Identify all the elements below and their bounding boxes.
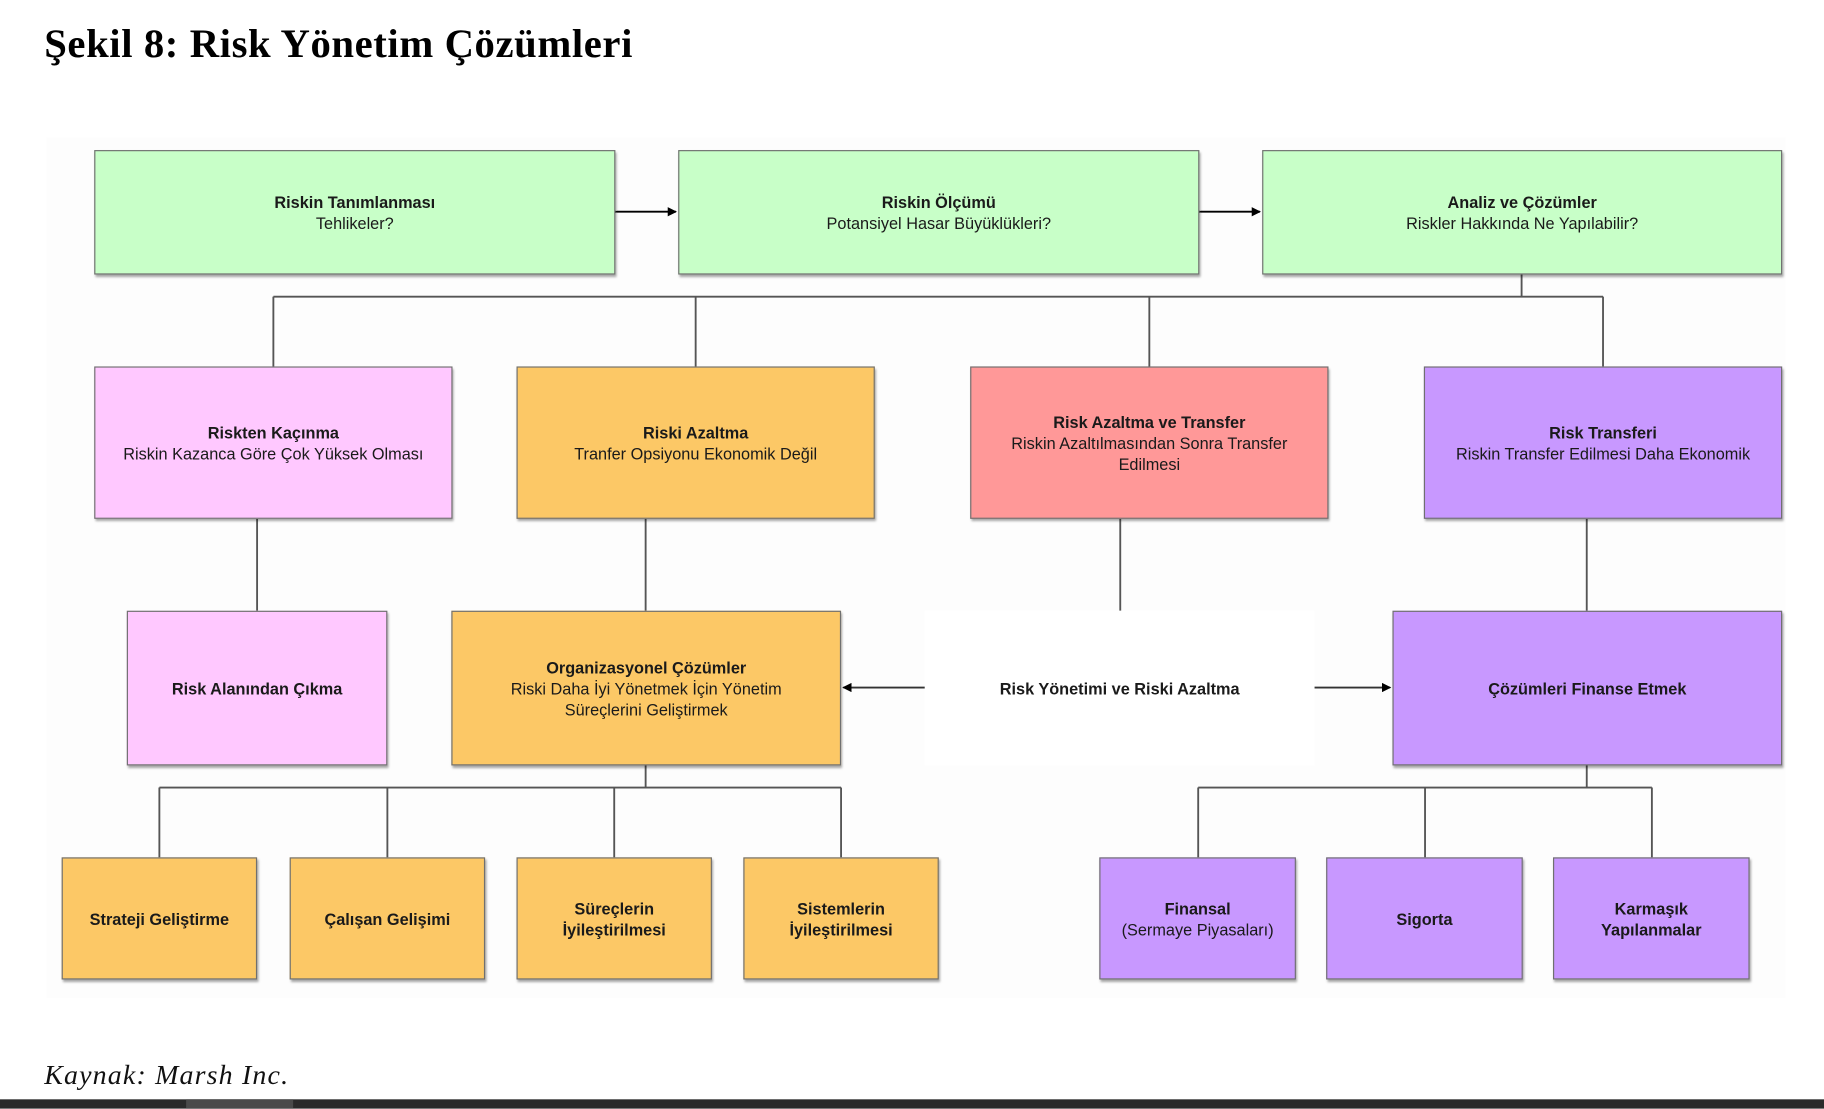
node-system-improvement: Sistemlerin İyileştirilmesi — [743, 857, 939, 980]
scrollbar-thumb[interactable] — [186, 1099, 294, 1109]
node-risk-measurement: Riskin Ölçümü Potansiyel Hasar Büyüklükl… — [678, 150, 1200, 275]
node-subtitle: (Sermaye Piyasaları) — [1121, 919, 1274, 939]
node-organizational-solutions: Organizasyonel Çözümler Riski Daha İyi Y… — [451, 610, 842, 766]
node-risk-management: Risk Yönetimi ve Riski Azaltma — [924, 610, 1315, 766]
figure-title: Şekil 8: Risk Yönetim Çözümleri — [44, 20, 633, 67]
node-title: Sigorta — [1396, 909, 1453, 928]
node-strategy-development: Strateji Geliştirme — [61, 857, 258, 980]
node-title: Riskin Ölçümü — [881, 192, 996, 212]
node-solution-financing: Çözümleri Finanse Etmek — [1392, 610, 1783, 766]
node-title: Karmaşık Yapılanmalar — [1601, 898, 1702, 939]
node-title: Çözümleri Finanse Etmek — [1488, 678, 1687, 698]
node-title: Strateji Geliştirme — [89, 909, 230, 928]
node-title: Organizasyonel Çözümler — [546, 657, 747, 677]
node-employee-development: Çalışan Gelişimi — [289, 857, 486, 980]
node-title: Risk Transferi — [1549, 422, 1657, 442]
node-risk-reduction: Riski Azaltma Tranfer Opsiyonu Ekonomik … — [516, 366, 875, 519]
node-subtitle: Potansiyel Hasar Büyüklükleri? — [826, 213, 1052, 233]
node-subtitle: Tehlikeler? — [315, 213, 394, 233]
node-subtitle: Riskin Kazanca Göre Çok Yüksek Olması — [123, 443, 424, 463]
node-process-improvement: Süreçlerin İyileştirilmesi — [516, 857, 712, 980]
node-subtitle: Riskler Hakkında Ne Yapılabilir? — [1406, 213, 1639, 233]
node-risk-reduction-transfer: Risk Azaltma ve Transfer Riskin Azaltılm… — [970, 366, 1329, 519]
node-financial: Finansal (Sermaye Piyasaları) — [1099, 857, 1296, 980]
node-complex-structures: Karmaşık Yapılanmalar — [1553, 857, 1750, 980]
node-subtitle: Riskin Transfer Edilmesi Daha Ekonomik — [1455, 443, 1751, 463]
node-title: Risk Azaltma ve Transfer — [1053, 412, 1246, 432]
node-title: Çalışan Gelişimi — [324, 909, 451, 928]
node-risk-identification: Riskin Tanımlanması Tehlikeler? — [94, 150, 616, 275]
node-risk-transfer: Risk Transferi Riskin Transfer Edilmesi … — [1423, 366, 1783, 519]
node-title: Riski Azaltma — [642, 422, 749, 442]
node-title: Süreçlerin İyileştirilmesi — [562, 898, 666, 939]
node-title: Risk Yönetimi ve Riski Azaltma — [999, 678, 1240, 698]
node-subtitle: Riski Daha İyi Yönetmek İçin Yönetim Sür… — [510, 678, 782, 719]
node-subtitle: Tranfer Opsiyonu Ekonomik Değil — [574, 443, 818, 463]
node-title: Analiz ve Çözümler — [1447, 192, 1597, 212]
node-title: Sistemlerin İyileştirilmesi — [789, 898, 893, 939]
node-risk-exit: Risk Alanından Çıkma — [126, 610, 388, 766]
node-title: Riskin Tanımlanması — [274, 192, 436, 212]
diagram-background — [46, 137, 1786, 999]
node-risk-avoidance: Riskten Kaçınma Riskin Kazanca Göre Çok … — [94, 366, 453, 519]
node-title: Risk Alanından Çıkma — [171, 678, 343, 698]
node-insurance: Sigorta — [1326, 857, 1523, 980]
node-title: Finansal — [1164, 898, 1231, 918]
figure-source: Kaynak: Marsh Inc. — [44, 1060, 290, 1092]
node-analysis-solutions: Analiz ve Çözümler Riskler Hakkında Ne Y… — [1262, 150, 1783, 275]
horizontal-scrollbar[interactable] — [0, 1099, 1824, 1109]
node-title: Riskten Kaçınma — [207, 422, 339, 442]
node-subtitle: Riskin Azaltılmasından Sonra Transfer Ed… — [1011, 433, 1288, 473]
